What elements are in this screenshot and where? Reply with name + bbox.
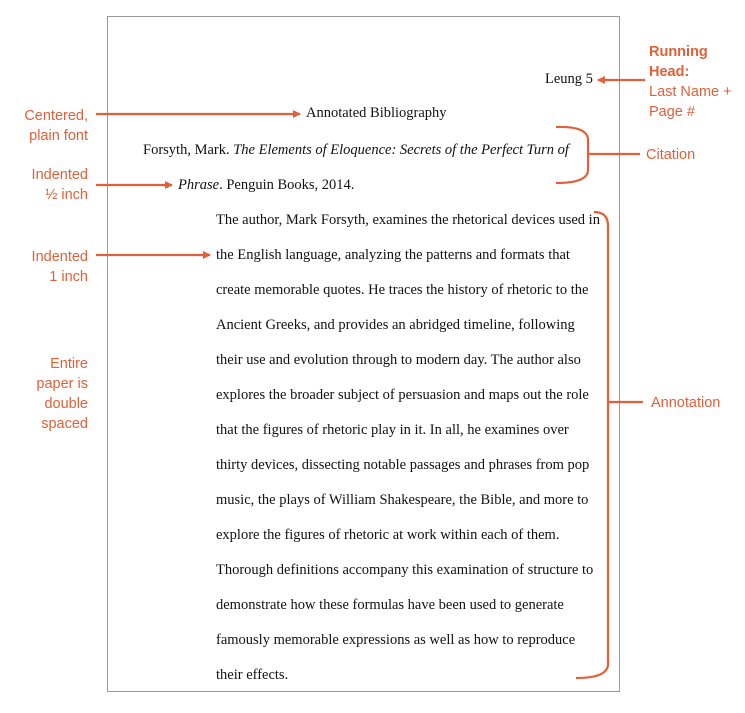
callout-centered-line-1: Centered, [24, 108, 88, 124]
annotation-line: The author, Mark Forsyth, examines the r… [216, 212, 600, 228]
callout-running-head-detail-2: Page # [649, 104, 695, 120]
citation-publisher: . Penguin Books, 2014. [219, 177, 355, 193]
annotation-line: the English language, analyzing the patt… [216, 247, 570, 263]
callout-annotation: Annotation [651, 395, 721, 411]
annotation-line: music, the plays of William Shakespeare,… [216, 492, 589, 508]
callout-running-head-detail-1: Last Name + [649, 84, 732, 100]
citation-title-part-1: The Elements of Eloquence: Secrets of th… [233, 142, 569, 158]
callout-indented-one-inch: Indented 1 inch [8, 247, 88, 287]
annotation-line: their effects. [216, 667, 289, 683]
annotation-line: explore the figures of rhetoric at work … [216, 527, 560, 543]
annotation-line: create memorable quotes. He traces the h… [216, 282, 589, 298]
annotation-line: explores the broader subject of persuasi… [216, 387, 589, 403]
citation-line-2: Phrase. Penguin Books, 2014. [178, 177, 354, 194]
callout-indented-half-line-1: Indented [31, 167, 88, 183]
callout-citation: Citation [646, 147, 696, 163]
callout-double-spaced-line-3: double [44, 396, 88, 412]
document-title: Annotated Bibliography [306, 105, 447, 121]
citation-bracket [555, 125, 590, 185]
citation-author: Forsyth, Mark. [143, 142, 234, 158]
document-page [107, 16, 620, 692]
callout-indented-one-line-1: Indented [31, 249, 88, 265]
citation-line-1: Forsyth, Mark. The Elements of Eloquence… [143, 142, 569, 159]
callout-indented-one-line-2: 1 inch [49, 269, 88, 285]
citation-title-part-2: Phrase [178, 177, 220, 193]
callout-indented-half-line-2: ½ inch [45, 187, 88, 203]
running-head: Leung 5 [545, 71, 593, 87]
callout-centered: Centered, plain font [8, 106, 88, 146]
callout-indented-half-inch: Indented ½ inch [8, 165, 88, 205]
annotation-line: demonstrate how these formulas have been… [216, 597, 564, 613]
annotation-line: that the figures of rhetoric play in it.… [216, 422, 569, 438]
callout-double-spaced-line-2: paper is [36, 376, 88, 392]
callout-double-spaced-line-1: Entire [50, 356, 88, 372]
callout-centered-line-2: plain font [29, 128, 88, 144]
callout-double-spaced-line-4: spaced [41, 416, 88, 432]
annotation-bracket [575, 210, 610, 680]
annotation-line: famously memorable expressions as well a… [216, 632, 576, 648]
annotation-line: thirty devices, dissecting notable passa… [216, 457, 590, 473]
callout-double-spaced: Entire paper is double spaced [8, 354, 88, 434]
callout-running-head: Running Head: Last Name + Page # [649, 42, 732, 122]
callout-running-head-title: Running Head: [649, 44, 708, 80]
annotation-line: Ancient Greeks, and provides an abridged… [216, 317, 575, 333]
annotation-line: Thorough definitions accompany this exam… [216, 562, 594, 578]
annotation-line: their use and evolution through to moder… [216, 352, 581, 368]
